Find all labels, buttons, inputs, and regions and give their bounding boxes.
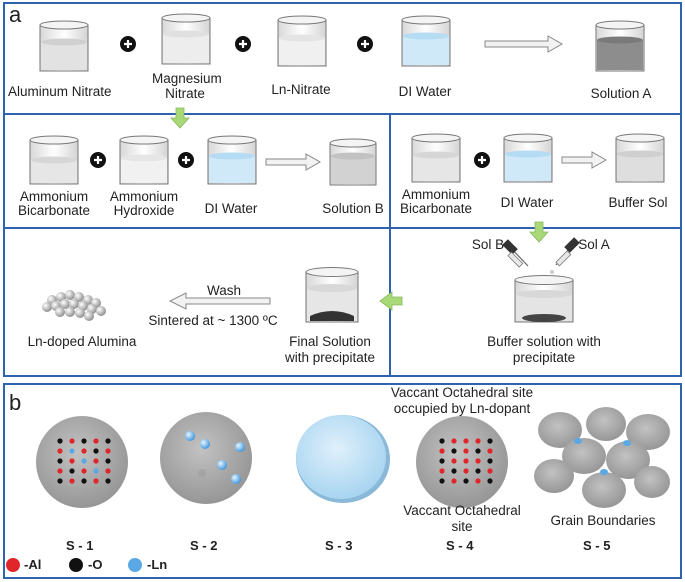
legend-o-label: -O <box>88 557 103 572</box>
legend-al-dot <box>6 558 20 572</box>
label-di-water-1: DI Water <box>398 84 452 99</box>
plus-icon <box>474 152 490 168</box>
legend-al-label: -Al <box>24 557 42 572</box>
beaker-aluminum-nitrate <box>39 20 89 72</box>
annot-top-l1: Vaccant Octahedral site <box>390 385 534 400</box>
label-ab2-l1: Ammonium <box>401 187 471 202</box>
sample-s5-grains <box>534 407 670 508</box>
panel-a-row1 <box>3 2 682 115</box>
sample-label-s4: S - 4 <box>446 538 474 553</box>
label-ab1-l2: Bicarbonate <box>17 203 91 218</box>
label-buffer-sol: Buffer Sol <box>608 195 668 210</box>
legend-o-dot <box>69 558 83 572</box>
beaker-buffer-precipitate <box>514 275 574 323</box>
arrow-right-icon <box>265 153 322 171</box>
beaker-ammonium-hydroxide <box>119 135 169 185</box>
beaker-final-solution <box>305 267 359 323</box>
label-solution-a: Solution A <box>590 86 652 101</box>
label-magnesium-l1: Magnesium <box>152 71 222 86</box>
sample-s4-disc <box>416 416 508 508</box>
annot-bottom-l1: Vaccant Octahedral <box>403 503 521 518</box>
label-di-water-3: DI Water <box>500 195 554 210</box>
annot-bottom-l2: site <box>451 519 473 534</box>
beaker-buffer-sol <box>615 133 665 183</box>
legend-ln-label: -Ln <box>147 557 168 572</box>
label-buffer-result-l1: Buffer solution with <box>487 334 601 349</box>
sample-s1-disc <box>36 416 128 508</box>
plus-icon <box>357 36 373 52</box>
sample-s2-disc <box>160 412 252 504</box>
arrow-left-icon <box>168 292 271 310</box>
label-solution-b: Solution B <box>322 201 384 216</box>
sample-label-s2: S - 2 <box>190 538 218 553</box>
sample-label-s3: S - 3 <box>325 538 353 553</box>
green-arrow-down-icon <box>529 221 549 243</box>
label-wash: Wash <box>206 283 241 298</box>
label-ah-l2: Hydroxide <box>113 203 175 218</box>
beaker-ln-nitrate <box>277 15 327 67</box>
beaker-ammonium-bicarbonate-2 <box>411 133 461 183</box>
panel-b-label: b <box>9 390 22 415</box>
label-ln-doped-alumina: Ln-doped Alumina <box>27 334 137 349</box>
green-arrow-down-icon <box>170 107 190 129</box>
sample-label-s5: S - 5 <box>583 538 611 553</box>
label-magnesium-l2: Nitrate <box>165 86 205 101</box>
label-ln-nitrate: Ln-Nitrate <box>271 82 331 97</box>
panel-a-label: a <box>9 2 22 27</box>
beaker-di-water-2 <box>207 135 257 185</box>
label-aluminum-nitrate: Aluminum Nitrate <box>8 84 112 99</box>
beaker-magnesium-nitrate <box>161 13 211 65</box>
plus-icon <box>235 36 251 52</box>
beaker-ammonium-bicarbonate-1 <box>29 135 79 185</box>
s4-lattice <box>439 438 493 484</box>
dropper-sol-a-icon <box>547 237 580 282</box>
label-final-l1: Final Solution <box>289 334 371 349</box>
label-sol-b: Sol B <box>471 237 505 252</box>
beaker-di-water-3 <box>503 133 553 183</box>
arrow-right-icon <box>484 35 564 53</box>
sample-s3-disc <box>296 415 390 503</box>
label-final-l2: with precipitate <box>284 350 376 365</box>
plus-icon <box>90 152 106 168</box>
beaker-solution-a <box>595 20 645 72</box>
beaker-di-water-1 <box>401 15 451 67</box>
legend-ln-dot <box>128 558 142 572</box>
label-buffer-result-l2: precipitate <box>512 350 576 365</box>
ln-doped-alumina-balls <box>42 290 106 321</box>
label-ab2-l2: Bicarbonate <box>399 201 473 216</box>
label-ah-l1: Ammonium <box>109 189 179 204</box>
arrow-right-icon <box>561 151 608 169</box>
plus-icon <box>120 36 136 52</box>
green-arrow-left-icon <box>379 291 403 311</box>
s1-lattice <box>57 438 111 484</box>
label-sol-a: Sol A <box>578 237 610 252</box>
plus-icon <box>178 152 194 168</box>
sample-label-s1: S - 1 <box>66 538 94 553</box>
label-grain-boundaries: Grain Boundaries <box>550 513 656 528</box>
annot-top-l2: occupied by Ln-dopant <box>393 401 531 416</box>
label-sintered: Sintered at ~ 1300 ºC <box>148 313 278 328</box>
label-ab1-l1: Ammonium <box>19 189 89 204</box>
dropper-sol-b-icon <box>502 239 529 268</box>
label-di-water-2: DI Water <box>204 201 258 216</box>
beaker-solution-b <box>329 138 377 186</box>
